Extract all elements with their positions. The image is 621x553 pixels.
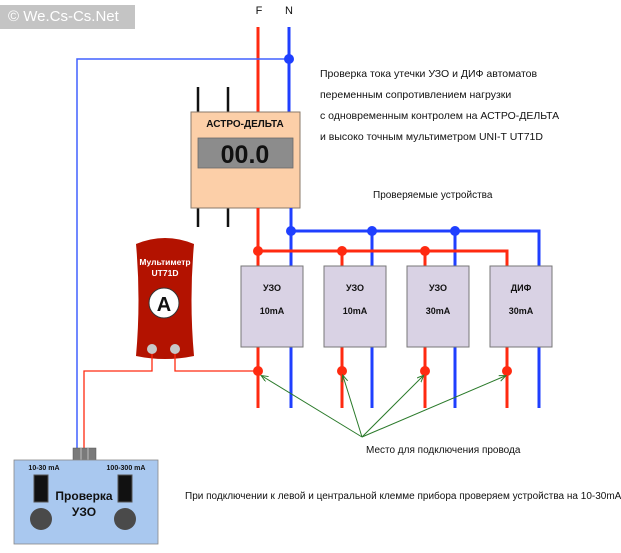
neutral-junction-top [284,54,294,64]
connection-point[interactable] [502,366,512,376]
tester-right-button[interactable] [114,508,136,530]
astro-delta-title: АСТРО-ДЕЛЬТА [206,119,283,130]
device-body [240,265,304,348]
multimeter-lead-right [174,354,259,372]
tester-left-display [33,474,49,503]
device-body [406,265,470,348]
phase-junction-3 [420,246,430,256]
tester-right-display [117,474,133,503]
neutral-junction-1 [286,226,296,236]
connection-point[interactable] [420,366,430,376]
neutral-to-tester-wire [76,58,289,449]
description-line-1: Проверка тока утечки УЗО и ДИФ автоматов [320,68,538,80]
device-1: УЗО 10mA [240,265,304,408]
pointer-arrow-4 [361,376,505,438]
device-4: ДИФ 30mA [489,265,553,408]
device-rating: 30mA [509,306,534,316]
device-body [323,265,387,348]
device-body [489,265,553,348]
phase-bus [258,249,509,266]
phase-label: F [256,5,263,17]
multimeter-mode-symbol: A [157,294,171,316]
description-line-3: с одновременным контролем на АСТРО-ДЕЛЬТ… [320,110,560,122]
device-rating: 10mA [343,306,368,316]
device-type: ДИФ [511,283,532,293]
neutral-junction-2 [367,226,377,236]
device-rating: 30mA [426,306,451,316]
tester-right-range: 100-300 mA [107,465,146,472]
phase-junction-1 [253,246,263,256]
device-2: УЗО 10mA [323,265,387,408]
pointer-arrow-3 [361,376,423,438]
multimeter-title-line1: Мультиметр [139,257,190,267]
devices-heading: Проверяемые устройства [373,190,493,201]
device-type: УЗО [346,283,364,293]
multimeter-mode-dial [148,287,180,319]
pointer-arrow-1 [262,376,363,438]
tester-title-line2: УЗО [72,505,96,519]
neutral-junction-3 [450,226,460,236]
description-text: Проверка тока утечки УЗО и ДИФ автоматов… [320,64,559,148]
tester-title-line1: Проверка [55,489,113,503]
device-rating: 10mA [260,306,285,316]
multimeter-terminal-left [147,344,157,354]
tester-left-button[interactable] [30,508,52,530]
multimeter-lead-left [83,354,153,449]
neutral-bus [291,229,541,266]
description-line-2: переменным сопротивлением нагрузки [320,89,512,101]
tester-connector [72,447,97,461]
connection-point[interactable] [337,366,347,376]
device-type: УЗО [429,283,447,293]
neutral-label: N [285,5,293,17]
footer-note: При подключении к левой и центральной кл… [185,491,621,502]
device-type: УЗО [263,283,281,293]
tester-left-range: 10-30 mA [28,465,59,472]
astro-delta-display-value: 00.0 [221,141,270,169]
device-3: УЗО 30mA [406,265,470,408]
astro-delta-display [197,137,294,169]
wiring-diagram: F N АСТРО-ДЕЛЬТА 00.0 УЗО 10mA УЗО 10mA УЗО 3… [13,5,553,545]
connection-point-label: Место для подключения провода [366,445,521,456]
phase-junction-2 [337,246,347,256]
multimeter-title-line2: UT71D [152,268,179,278]
multimeter-terminal-right [170,344,180,354]
watermark: © We.Cs-Cs.Net [0,5,135,29]
description-line-4: и высоко точным мультиметром UNI-T UT71D [320,131,543,143]
pointer-arrow-2 [343,376,363,438]
